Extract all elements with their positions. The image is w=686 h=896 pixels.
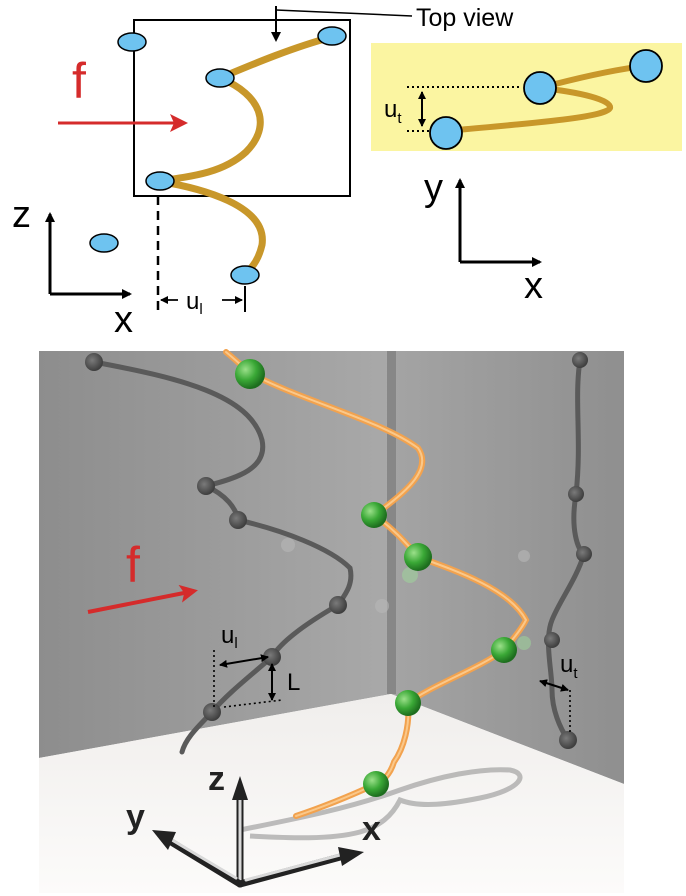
- triad-z-label: z: [208, 760, 225, 798]
- green-particle: [395, 690, 421, 716]
- triad-z-head: [232, 776, 248, 800]
- render-ul-label-main: u: [221, 622, 234, 649]
- top-view-label: Top view: [416, 4, 514, 32]
- triad-x-label: x: [362, 810, 381, 848]
- ul-label: ul: [186, 288, 203, 318]
- top-view-particle: [629, 49, 663, 83]
- triad-axis-x-hi: [244, 853, 342, 882]
- ghost-particle: [402, 567, 418, 583]
- triad-axis-y-hi: [170, 838, 238, 880]
- axes-triad: z y x: [126, 760, 381, 888]
- ut-label-main: u: [384, 96, 397, 123]
- particle: [317, 26, 347, 46]
- green-particle: [491, 637, 517, 663]
- green-particle: [404, 543, 432, 571]
- force-label: f: [72, 53, 86, 109]
- render-panel: f ul L ut z y x: [39, 349, 624, 893]
- triad-y-head: [152, 830, 176, 850]
- shadow-particle: [197, 477, 215, 495]
- green-particle: [363, 771, 389, 797]
- top-view-particle: [523, 71, 557, 105]
- triad-axis-y: [164, 836, 244, 888]
- particle: [89, 233, 119, 253]
- render-ut-label-main: u: [560, 651, 573, 678]
- shadow-particle: [329, 596, 347, 614]
- orange-chain-highlight: [225, 351, 528, 817]
- shadow-particle: [544, 632, 560, 648]
- vertical-rod: [387, 351, 396, 694]
- render-L-label: L: [287, 669, 300, 696]
- triad-x-head: [338, 847, 364, 866]
- render-ut-arrow: [539, 679, 569, 692]
- particle: [145, 171, 175, 191]
- render-ut-label-sub: t: [573, 665, 578, 682]
- shadow-particle: [568, 486, 584, 502]
- shadow-particle: [559, 731, 577, 749]
- green-particle: [361, 502, 387, 528]
- ul-label-sub: l: [199, 301, 202, 318]
- axis-x-label: x: [114, 299, 133, 341]
- particle: [205, 68, 235, 88]
- ghost-particle: [518, 550, 530, 562]
- top-view-axis-x-label: x: [524, 265, 543, 307]
- top-view-pointer-line: [275, 9, 413, 17]
- top-view-particle: [429, 116, 463, 150]
- ghost-particle: [375, 599, 389, 613]
- render-ut-label: ut: [560, 651, 578, 682]
- triad-y-label: y: [126, 798, 145, 836]
- back-wall-left: [39, 351, 391, 758]
- floor-shadow: [239, 767, 523, 841]
- shadow-particle: [572, 352, 588, 368]
- particle: [117, 32, 147, 52]
- render-force-arrow: [87, 584, 198, 614]
- shadow-particle: [203, 703, 221, 721]
- particle: [230, 265, 260, 285]
- render-ul-label: ul: [221, 622, 238, 652]
- green-particle: [235, 359, 265, 389]
- shadow-particle: [85, 353, 103, 371]
- ghost-particle: [281, 538, 295, 552]
- chain-curve: [154, 33, 336, 278]
- shadow-particle: [576, 546, 592, 562]
- axis-z-label: z: [12, 194, 31, 236]
- ut-label-sub: t: [397, 110, 402, 127]
- shadow-particle: [229, 511, 247, 529]
- triad-axis-x: [236, 852, 348, 888]
- left-shadow-chain: [91, 359, 354, 755]
- render-force-label: f: [126, 537, 140, 593]
- ul-label-main: u: [186, 288, 199, 315]
- ut-label: ut: [384, 96, 402, 127]
- top-view-panel: ut y x: [371, 43, 682, 307]
- top-view-axis-y-label: y: [424, 167, 443, 209]
- schematic-panel: Top view f z x ul: [12, 4, 514, 341]
- render-ul-arrow: [219, 654, 269, 668]
- simulation-box: [133, 19, 351, 197]
- back-wall-right: [391, 351, 624, 784]
- render-ul-label-sub: l: [234, 635, 237, 652]
- ghost-particle: [517, 636, 531, 650]
